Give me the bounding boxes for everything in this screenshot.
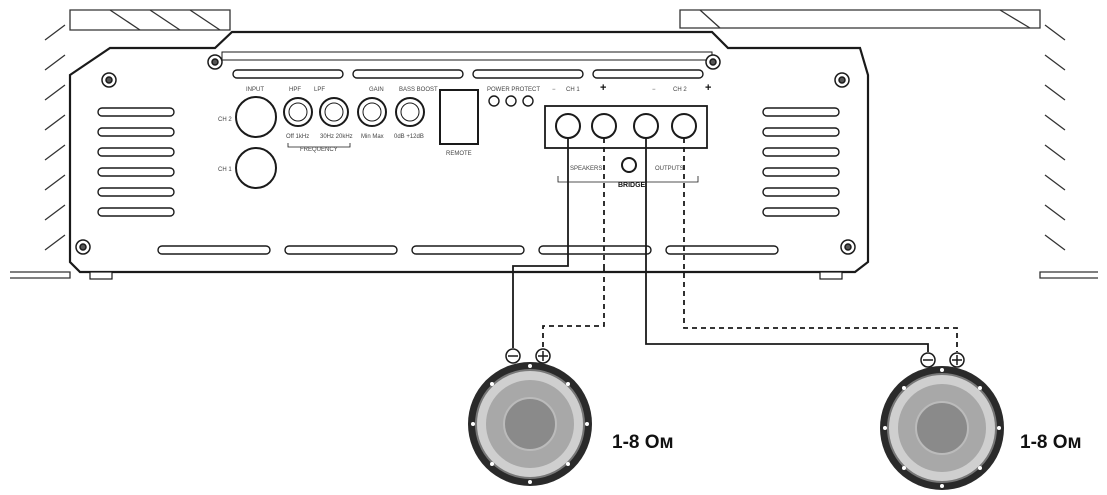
outputs-label: OUTPUTS: [655, 166, 684, 172]
vent-slots-right: [762, 107, 840, 217]
protect-led-1: [505, 95, 517, 107]
plus-label-2: +: [705, 82, 711, 94]
screw-icon: [207, 54, 223, 70]
control-knobs: Off 1kHz 30Hz 20kHz Min Max 0dB +12dB FR…: [283, 97, 425, 153]
lpf-knob: [319, 97, 349, 127]
status-leds: [488, 95, 534, 107]
screw-icon: [75, 239, 91, 255]
remote-label: REMOTE: [446, 151, 472, 157]
speaker-wiring: [512, 138, 958, 352]
vent-slots-bottom: [157, 245, 779, 255]
speaker-1-impedance: 1-8 Ом: [612, 432, 674, 453]
screw-icon: [840, 239, 856, 255]
rca-inputs: CH 2 CH 1: [218, 96, 277, 189]
screw-icon: [101, 72, 117, 88]
power-protect-label: POWER PROTECT: [487, 87, 540, 93]
bass-boost-label: BASS BOOST: [399, 87, 438, 93]
screw-icon: [834, 72, 850, 88]
input-label: INPUT: [246, 87, 264, 93]
control-labels: INPUT HPF LPF GAIN BASS BOOST POWER PROT…: [246, 82, 711, 94]
hpf-label: HPF: [289, 87, 301, 93]
protect-led-2: [522, 95, 534, 107]
screw-icon: [705, 54, 721, 70]
side-ch1-label: CH 1: [218, 167, 232, 173]
gain-knob: [357, 97, 387, 127]
bridge-indicator: [621, 157, 637, 173]
speaker-2-terminals: [920, 352, 965, 368]
gain-label: GAIN: [369, 87, 384, 93]
gain-scale: Min Max: [361, 134, 384, 140]
terminal-ch1-neg: [555, 113, 581, 139]
speaker-terminal-block: SPEAKERS BRIDGE OUTPUTS: [544, 105, 708, 189]
ch2-label: CH 2: [673, 87, 687, 93]
remote-port: REMOTE: [439, 89, 479, 157]
hpf-knob: [283, 97, 313, 127]
hpf-scale: Off 1kHz: [286, 134, 309, 140]
bridge-label: BRIDGE: [618, 182, 646, 189]
lpf-label: LPF: [314, 87, 325, 93]
vent-slots-left: [97, 107, 175, 217]
speaker-2: 1-8 Ом: [880, 352, 1082, 490]
speaker-1-driver: [468, 362, 592, 486]
bass-knob: [395, 97, 425, 127]
rca-input-ch1: [235, 147, 277, 189]
frequency-label: FREQUENCY: [300, 147, 338, 153]
speakers-label: SPEAKERS: [570, 166, 602, 172]
ch1-label: CH 1: [566, 87, 580, 93]
terminal-ch1-pos: [591, 113, 617, 139]
bass-scale: 0dB +12dB: [394, 134, 424, 140]
speaker-1: 1-8 Ом: [468, 348, 674, 486]
heatsink-fins: [10, 9, 1098, 279]
vent-slots-top: [232, 69, 704, 79]
power-led: [488, 95, 500, 107]
lpf-scale: 30Hz 20kHz: [320, 134, 353, 140]
rca-input-ch2: [235, 96, 277, 138]
speaker-1-terminals: [505, 348, 551, 364]
plus-label: +: [600, 82, 606, 94]
side-ch2-label: CH 2: [218, 117, 232, 123]
terminal-ch2-pos: [671, 113, 697, 139]
chassis-screws: [75, 54, 856, 255]
speaker-2-driver: [880, 366, 1004, 490]
speaker-2-impedance: 1-8 Ом: [1020, 432, 1082, 453]
minus-label: −: [552, 87, 556, 93]
minus-label-2: −: [652, 87, 656, 93]
terminal-ch2-neg: [633, 113, 659, 139]
